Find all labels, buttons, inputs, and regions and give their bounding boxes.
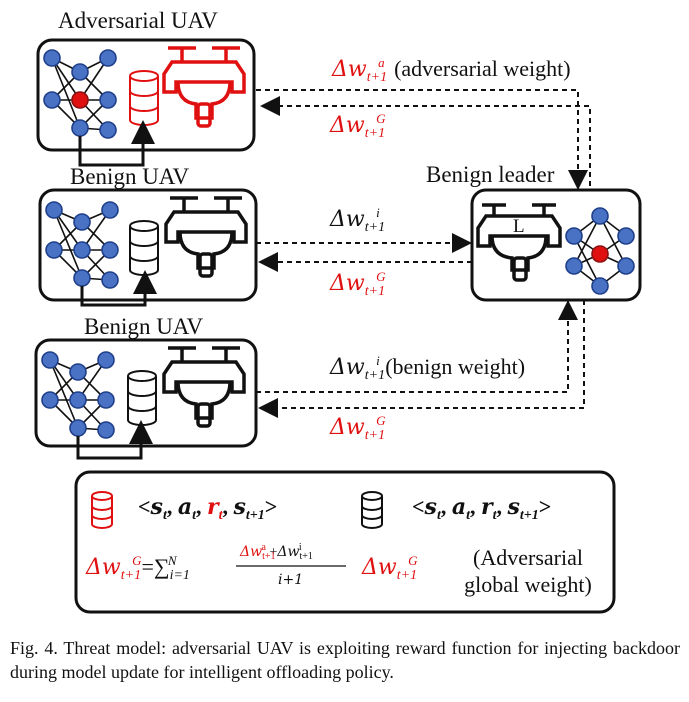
benign-uav-1-label: Benign UAV: [70, 164, 190, 189]
neural-network-icon: [41, 351, 115, 439]
benign-weight-text: (benign weight): [385, 354, 526, 379]
benign-uav-2-label: Benign UAV: [84, 314, 204, 339]
adversarial-weight-label: Δwt+1a (adversarial weight): [332, 55, 571, 85]
benign-weight-label-1: Δwt+1i: [330, 205, 386, 235]
figure-caption: Fig. 4. Threat model: adversarial UAV is…: [10, 638, 680, 682]
communication-arrows: [256, 89, 591, 418]
benign-weight-label-2: Δwt+1i (benign weight): [330, 353, 526, 383]
adversarial-weight-text: (adversarial weight): [394, 56, 571, 81]
benign-uav-2-box: [34, 338, 258, 460]
adversarial-uav-label: Adversarial UAV: [58, 8, 218, 33]
formula-numerator: Δwt+1a +Δwt+1i: [240, 542, 313, 562]
benign-leader-box: [470, 188, 642, 302]
drone-icon: [162, 346, 246, 428]
global-weight-label-1: Δwt+1G: [330, 111, 386, 141]
local-update-loop: [76, 420, 153, 460]
adversarial-uav-box: [36, 38, 256, 167]
adversarial-global-weight-label: (Adversarial global weight): [464, 545, 592, 597]
benign-uav-1-box: [38, 188, 258, 307]
drone-icon: [164, 196, 248, 278]
local-update-loop: [78, 120, 155, 167]
drone-icon: [162, 46, 246, 128]
drone-icon: [476, 203, 562, 282]
benign2-upload-arrow: [256, 300, 578, 393]
database-icon: [129, 220, 159, 276]
local-update-loop: [80, 270, 157, 307]
benign-leader-label: Benign leader: [426, 162, 555, 187]
global-weight-symbol: Δwt+1G: [362, 553, 418, 583]
database-icon: [129, 70, 159, 126]
neural-network-icon: [43, 49, 117, 139]
adversarial-database-icon: [91, 491, 113, 529]
neural-network-icon: [565, 207, 635, 295]
neural-network-icon: [45, 201, 119, 289]
legend-box: [74, 470, 616, 614]
formula-denominator: i+1: [278, 572, 304, 588]
benign-database-icon: [361, 491, 383, 529]
global-weight-label-3: Δwt+1G: [330, 413, 386, 443]
adversarial-download-arrow: [260, 96, 591, 186]
leader-marker: L: [513, 216, 525, 237]
global-weight-formula: Δwt+1G=∑i=1N: [86, 553, 190, 583]
adversarial-tuple: <st, at, rt, st+1>: [138, 494, 278, 523]
threat-model-diagram: [34, 38, 642, 614]
global-weight-label-2: Δwt+1G: [330, 269, 386, 299]
benign2-download-arrow: [258, 300, 585, 418]
benign-tuple: <st, at, rt, st+1>: [412, 494, 552, 523]
database-icon: [127, 370, 157, 426]
